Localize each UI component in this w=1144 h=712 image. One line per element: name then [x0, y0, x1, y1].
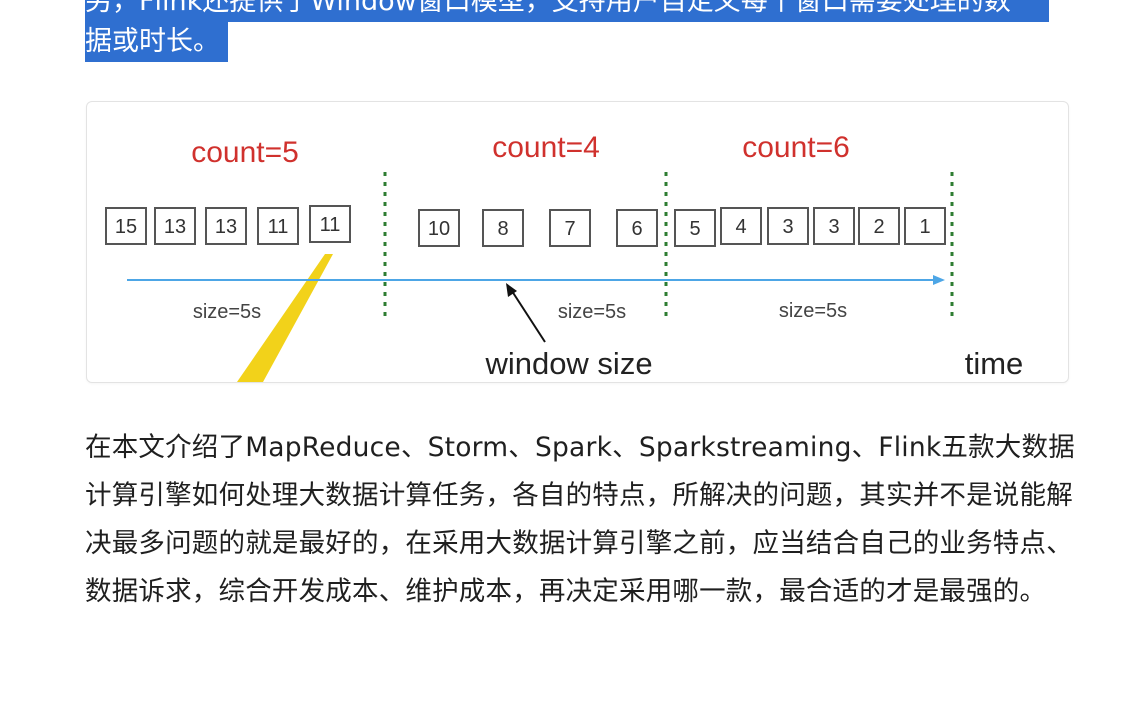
event-box-frame — [904, 207, 946, 245]
event-box: 4 — [720, 207, 762, 245]
event-box-value: 1 — [919, 216, 930, 238]
size-label-1: size=5s — [193, 301, 261, 323]
event-box-value: 11 — [268, 216, 289, 238]
event-box: 13 — [205, 207, 247, 245]
pointer-arrowhead — [506, 283, 517, 297]
window-size-pointer — [509, 287, 546, 343]
body-paragraph: 在本文介绍了MapReduce、Storm、Spark、Sparkstreami… — [85, 432, 1075, 607]
event-box: 10 — [418, 209, 460, 247]
event-box-value: 6 — [631, 218, 642, 240]
event-box: 15 — [105, 207, 147, 245]
event-box: 6 — [616, 209, 658, 247]
event-box-frame — [616, 209, 658, 247]
event-box-value: 3 — [828, 216, 839, 238]
event-box-frame — [674, 209, 716, 247]
event-box-frame — [720, 207, 762, 245]
event-box-frame — [105, 207, 147, 245]
event-box-value: 5 — [689, 218, 700, 240]
time-axis-arrowhead — [933, 275, 945, 285]
event-box-frame — [154, 207, 196, 245]
size-label-3: size=5s — [779, 300, 847, 322]
event-box-frame — [767, 207, 809, 245]
event-box-value: 2 — [873, 216, 884, 238]
event-box: 2 — [858, 207, 900, 245]
event-box-value: 13 — [164, 216, 186, 238]
window-size-annotation: window size — [484, 346, 652, 381]
highlight-line-1[interactable]: 另，Flink还提供了Window窗口模型，支持用户自定义每个窗口需要处理的数 — [85, 0, 1049, 22]
event-box-frame — [858, 207, 900, 245]
size-label-2: size=5s — [558, 301, 626, 323]
event-box-value: 4 — [735, 216, 746, 238]
event-box: 5 — [674, 209, 716, 247]
event-box: 7 — [549, 209, 591, 247]
event-box: 13 — [154, 207, 196, 245]
event-box-value: 8 — [497, 218, 508, 240]
event-box-frame — [418, 209, 460, 247]
yellow-pen-stroke — [237, 254, 333, 382]
event-box: 11 — [257, 207, 299, 245]
event-box-value: 15 — [115, 216, 137, 238]
highlight-line-2[interactable]: 据或时长。 — [85, 22, 228, 62]
window-model-figure: count=5 count=4 count=6 15 13 13 11 — [86, 101, 1069, 383]
event-box: 8 — [482, 209, 524, 247]
event-box-value: 11 — [320, 214, 341, 236]
window-2-events: 10 8 7 6 — [418, 209, 658, 247]
event-box: 3 — [767, 207, 809, 245]
event-box-value: 3 — [782, 216, 793, 238]
window-diagram: count=5 count=4 count=6 15 13 13 11 — [105, 131, 1024, 382]
count-label-3: count=6 — [742, 131, 850, 164]
event-box: 3 — [813, 207, 855, 245]
count-label-1: count=5 — [191, 136, 299, 169]
time-axis-label: time — [965, 346, 1024, 381]
count-label-2: count=4 — [492, 131, 600, 164]
event-box-value: 13 — [215, 216, 237, 238]
selected-text-highlight[interactable]: 另，Flink还提供了Window窗口模型，支持用户自定义每个窗口需要处理的数 … — [85, 0, 1144, 62]
event-box-value: 10 — [428, 218, 450, 240]
window-1-events: 15 13 13 11 11 — [105, 205, 351, 245]
event-box: 11 — [309, 205, 351, 243]
window-3-events: 5 4 3 3 2 1 — [674, 207, 946, 247]
event-box-frame — [813, 207, 855, 245]
event-box-frame — [549, 209, 591, 247]
event-box: 1 — [904, 207, 946, 245]
event-box-value: 7 — [564, 218, 575, 240]
event-box-frame — [205, 207, 247, 245]
event-box-frame — [482, 209, 524, 247]
event-box-frame — [257, 207, 299, 245]
event-box-frame — [309, 205, 351, 243]
